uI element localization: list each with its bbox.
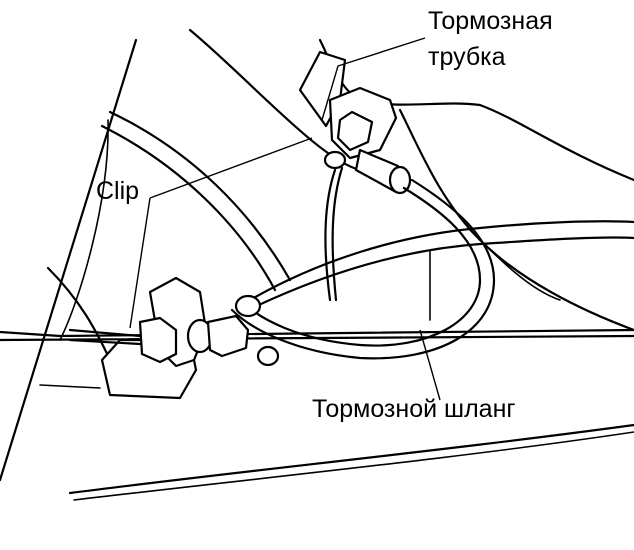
lower-fitting: [68, 276, 280, 400]
label-brake-pipe-line2: трубка: [428, 43, 506, 71]
brake-pipe-upper: [324, 166, 344, 302]
floor-lines: [39, 384, 634, 501]
wheel-arch: [46, 110, 292, 362]
label-clip: Clip: [96, 177, 140, 205]
leader-lines: [129, 37, 441, 401]
brake-hose: [230, 178, 634, 360]
upper-bracket: [298, 50, 412, 195]
label-brake-hose: Тормозной шланг: [312, 395, 516, 423]
upper-body: [318, 38, 634, 332]
label-brake-pipe-line1: Тормозная: [428, 7, 553, 35]
